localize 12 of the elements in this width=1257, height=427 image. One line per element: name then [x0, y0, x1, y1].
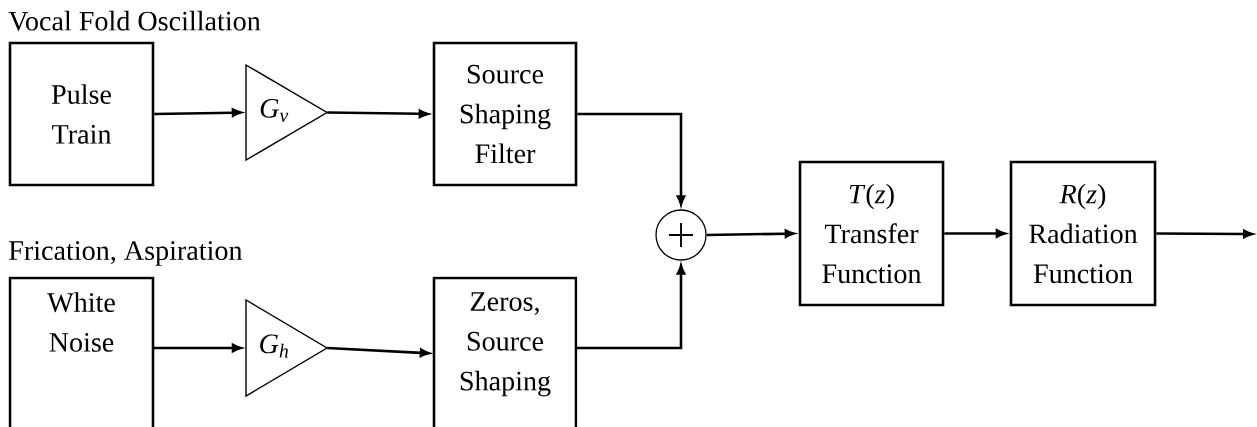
process-box: Pulse Train [8, 41, 155, 187]
process-box: R(z) Radiation Function [1009, 160, 1157, 307]
summing-junction [655, 209, 707, 261]
arrow [577, 112, 686, 206]
process-box: Source Shaping Filter [432, 41, 578, 187]
arrow [576, 264, 686, 350]
group-heading: Frication, Aspiration [9, 241, 243, 266]
group-heading: Vocal Fold Oscillation [8, 10, 261, 31]
arrow [153, 343, 242, 353]
process-box: Zeros, Source Shaping [432, 276, 578, 427]
process-box: T(z) Transfer Function [798, 160, 945, 307]
process-box: White Noise [8, 276, 155, 427]
